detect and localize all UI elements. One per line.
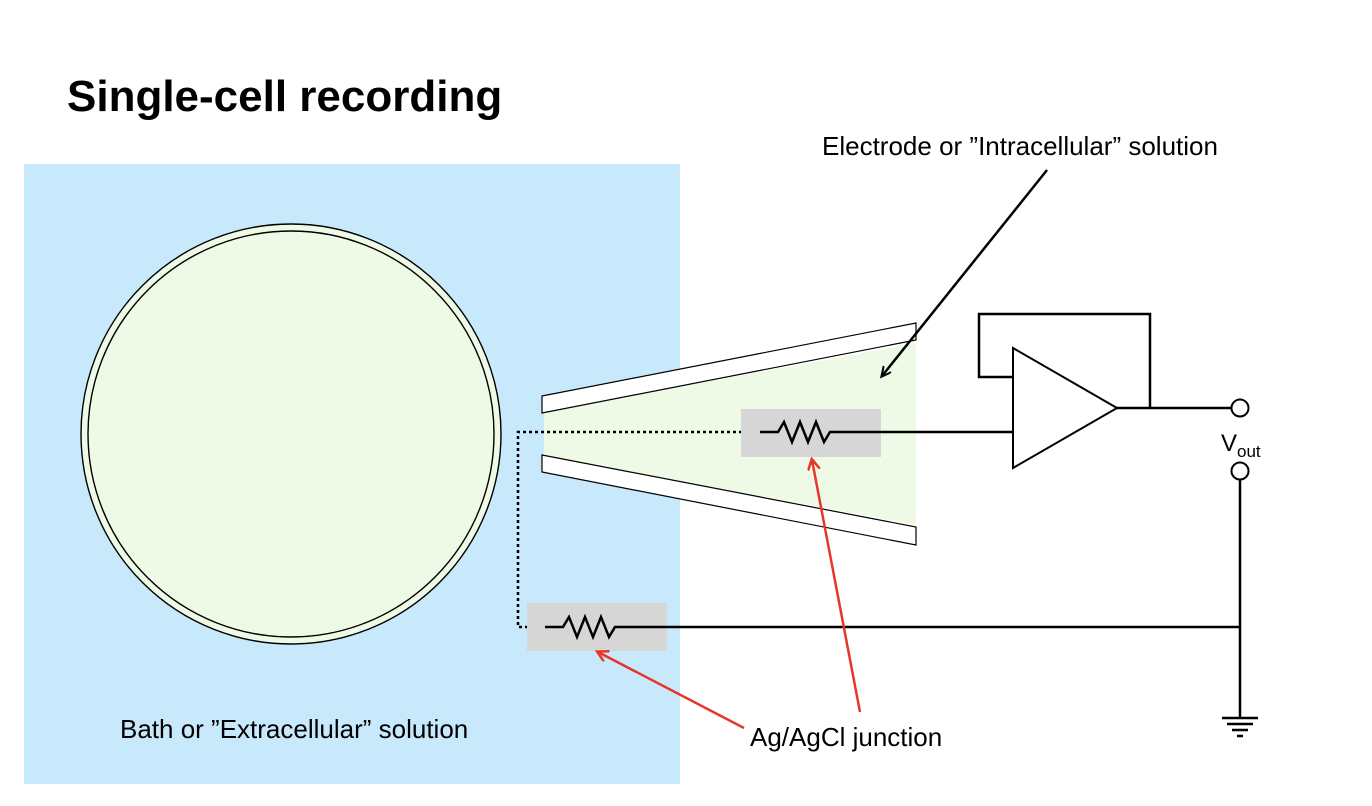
bath-solution-label: Bath or ”Extracellular” solution [120,714,468,744]
bath-resistor-icon [545,613,633,641]
output-terminal-bottom [1230,461,1250,481]
feedback-loop [977,312,1152,408]
electrode-resistor-icon [760,418,848,446]
electrode-solution-label: Electrode or ”Intracellular” solution [822,131,1218,161]
page-title: Single-cell recording [67,72,502,121]
junction-label: Ag/AgCl junction [750,722,942,752]
ground-icon [1222,716,1258,738]
electrode-solution-fill [544,343,916,525]
electrode-lower-wall [541,454,917,546]
cell-inner-membrane [87,230,495,638]
vout-label: Vout [1221,430,1261,461]
electrode-upper-wall [541,322,917,414]
junction-arrow-lower [598,652,745,730]
amplifier-icon [1012,346,1120,470]
cell-outer-membrane [80,223,502,645]
output-terminal-top [1230,398,1250,418]
electrode-label-arrow [882,169,1048,376]
junction-arrow-upper [812,460,862,713]
